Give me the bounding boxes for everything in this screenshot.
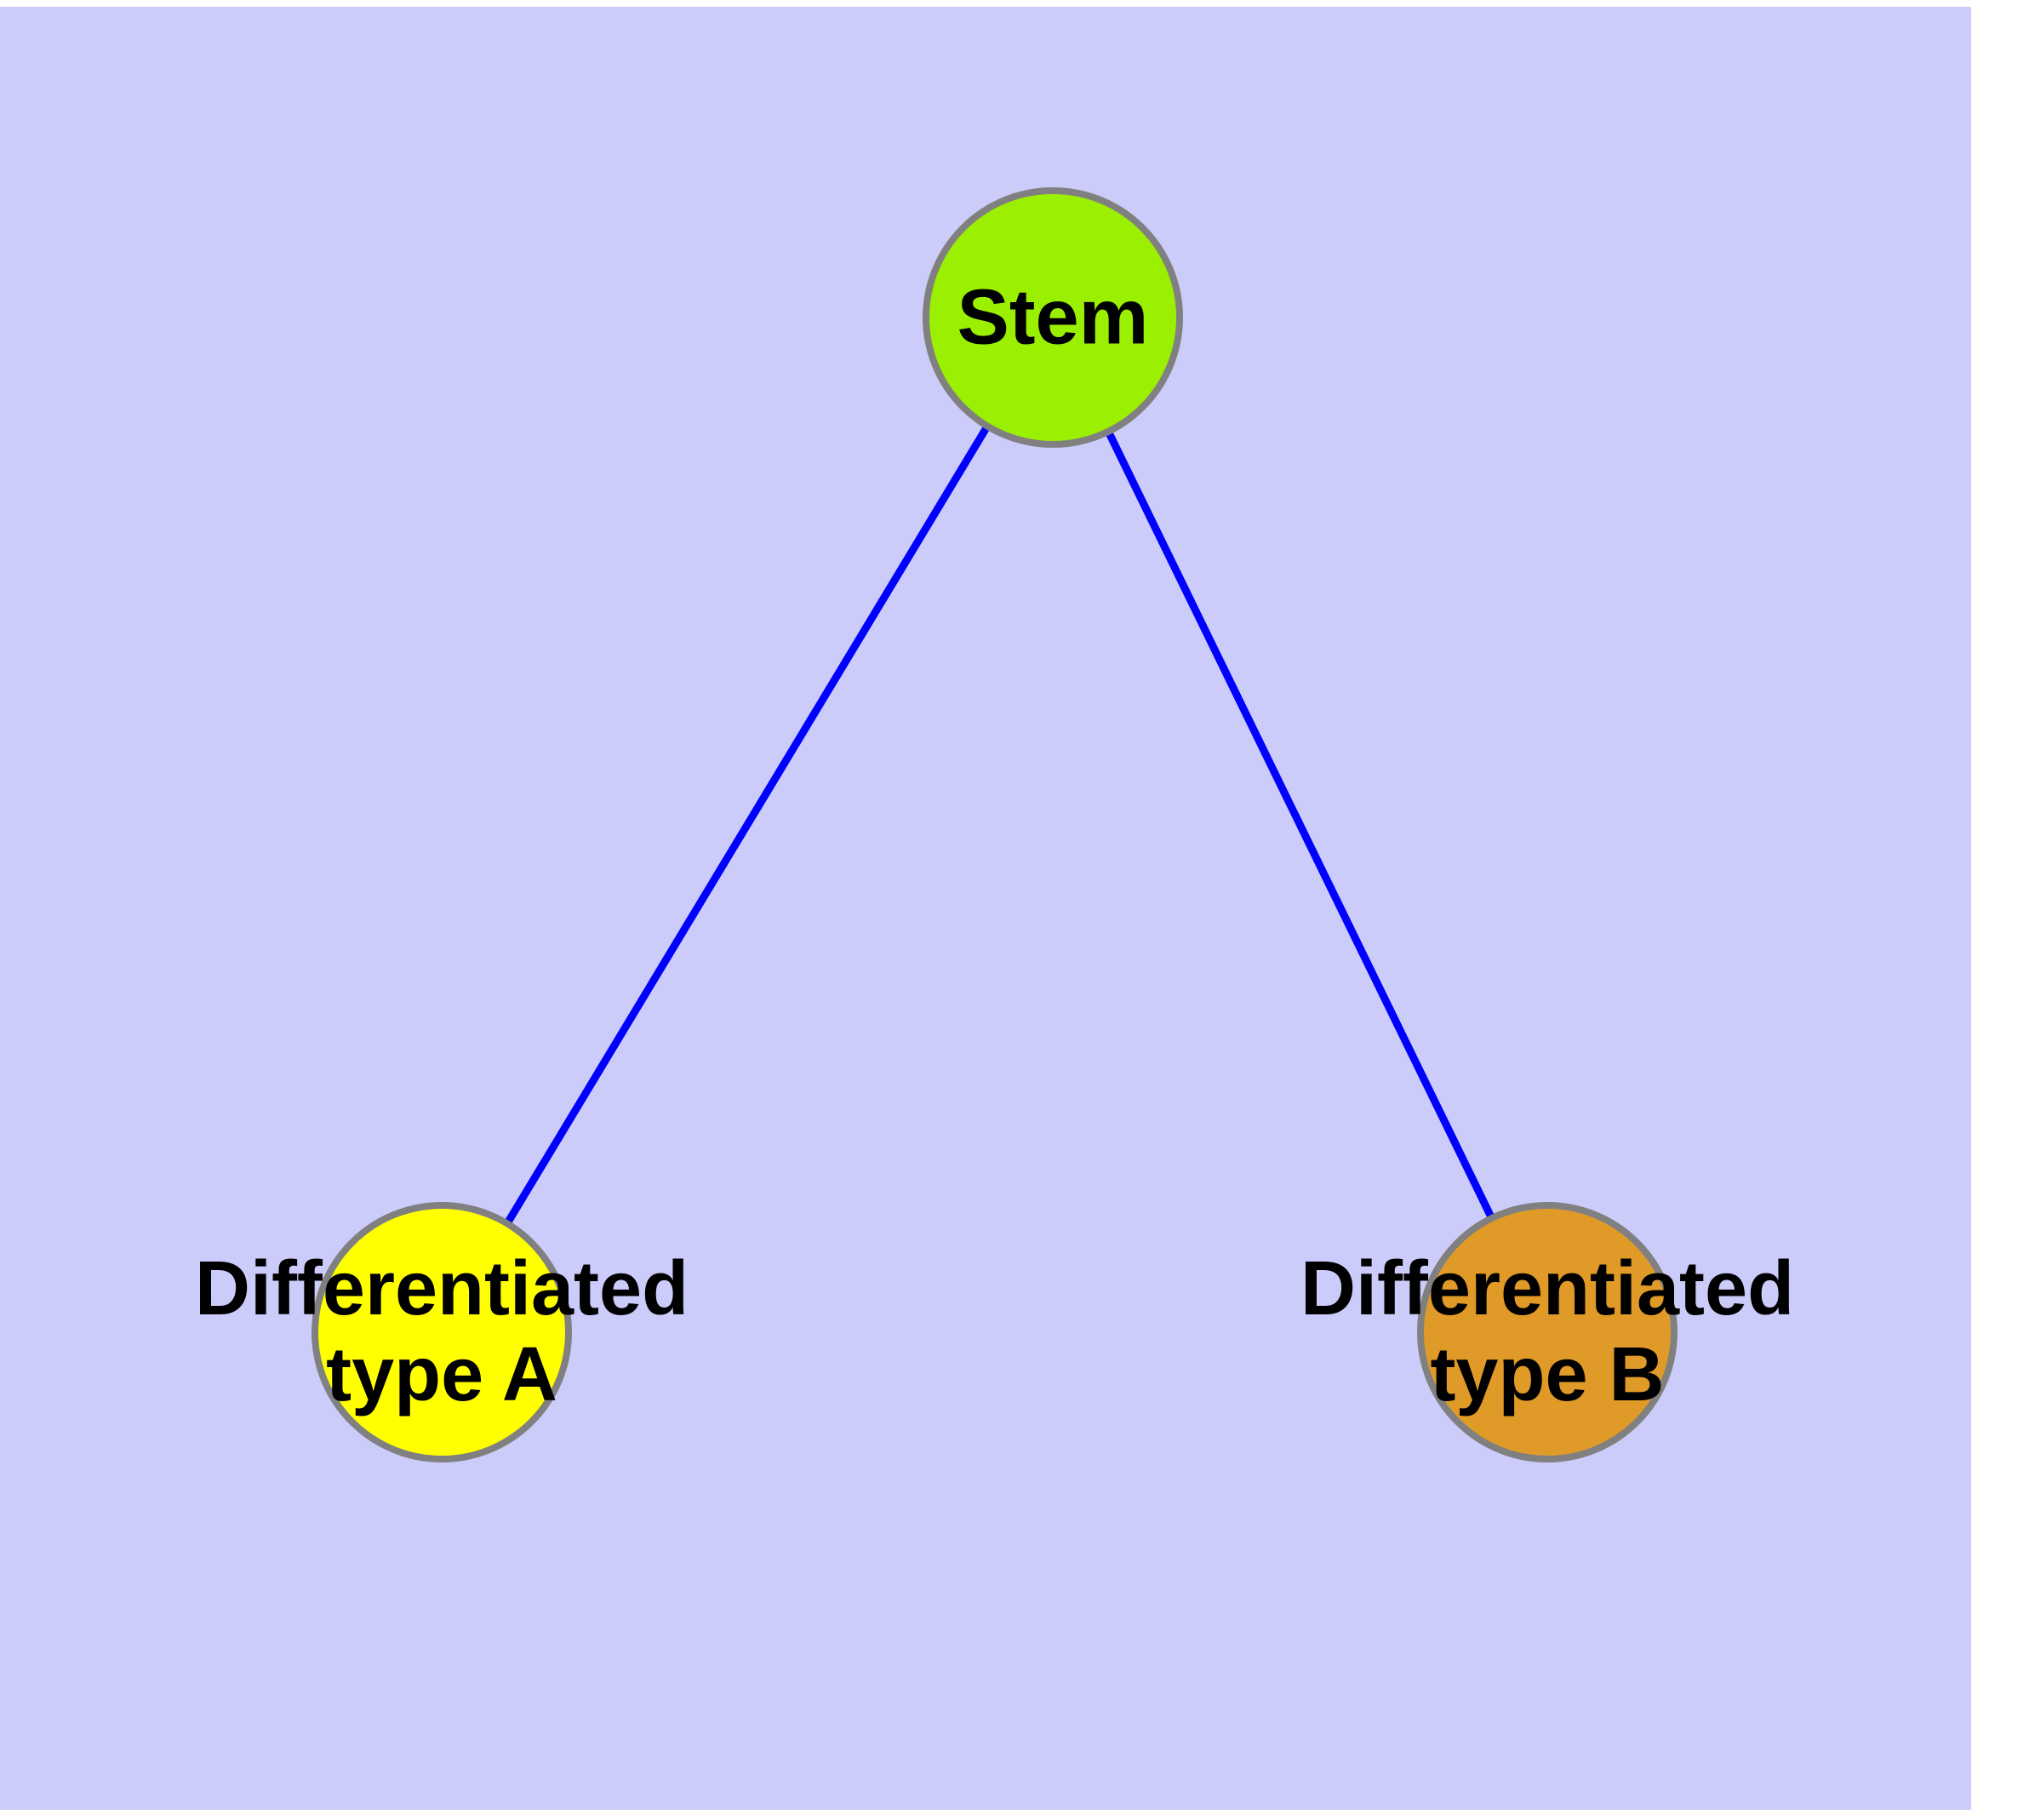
node-differentiated-type-b[interactable] <box>1417 1202 1677 1462</box>
node-stem[interactable] <box>923 187 1183 448</box>
node-layer <box>311 187 1677 1462</box>
edge-layer <box>505 425 1495 1225</box>
edge-stem-to-type-b <box>1106 431 1495 1219</box>
edge-stem-to-type-a <box>505 425 990 1225</box>
node-differentiated-type-a[interactable] <box>311 1202 572 1462</box>
